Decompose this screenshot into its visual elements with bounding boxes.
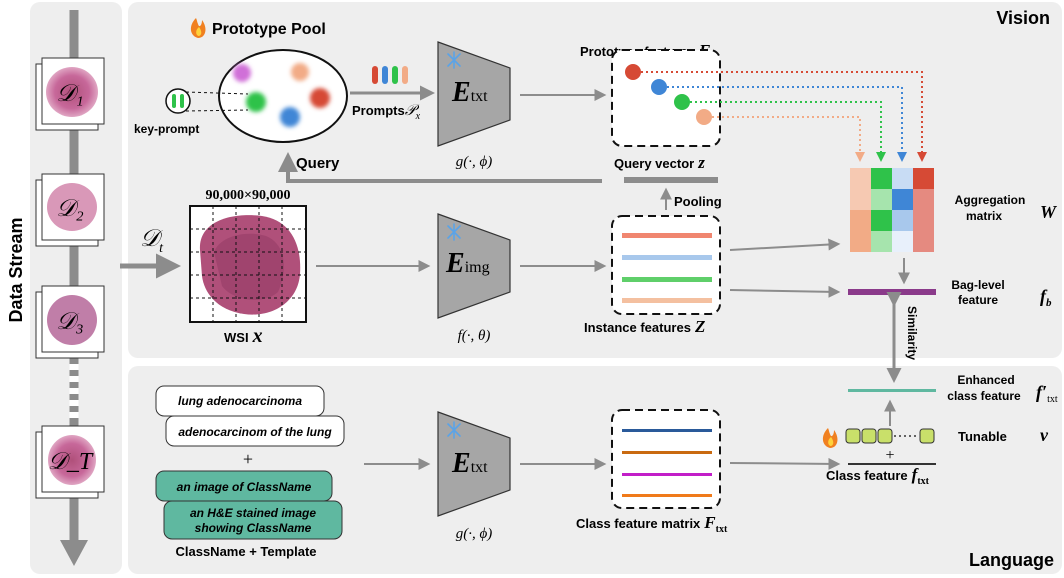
bag-level-label-1: Bag-level xyxy=(951,278,1004,292)
instances-to-matrix-arrow xyxy=(729,238,841,251)
f-function: f(·, θ) xyxy=(458,328,491,344)
enhanced-label-2: class feature xyxy=(947,389,1021,403)
query-vector-bar xyxy=(624,177,718,183)
prototype-features-box xyxy=(611,49,721,147)
class-bar-2 xyxy=(622,451,712,454)
class-bar-4 xyxy=(622,494,712,497)
instance-bar-2 xyxy=(622,255,712,260)
flame-icon xyxy=(822,428,838,448)
dataset-label-2: 𝒟₂ xyxy=(56,196,84,222)
prototype-dot-peach xyxy=(696,109,712,125)
query-label: Query xyxy=(296,155,340,172)
frozen-snowflake-icon xyxy=(447,421,461,439)
classmatrix-to-classfeature-arrow xyxy=(729,457,841,470)
template-box-2 xyxy=(163,500,343,540)
dataset-thumb-2: 𝒟₂ xyxy=(35,173,105,247)
image-encoder: Eimg xyxy=(437,213,511,319)
prototype-dot-blue xyxy=(651,79,667,95)
instance-bar-3 xyxy=(622,277,712,282)
classname-template-caption: ClassName + Template xyxy=(175,544,316,559)
tunable-label: Tunable xyxy=(958,429,1007,444)
query-feedback-arrow xyxy=(278,152,602,183)
stream-arrow-head xyxy=(60,540,88,566)
text-encoder-vision: Etxt xyxy=(437,41,511,147)
class-feature-bar xyxy=(848,463,936,465)
dataset-label-1: 𝒟₁ xyxy=(56,81,84,107)
vision-section-label: Vision xyxy=(996,8,1050,28)
route-green xyxy=(690,101,886,162)
class-bar-1 xyxy=(622,429,712,432)
key-prompt-label: key-prompt xyxy=(134,122,199,136)
route-peach xyxy=(712,116,865,162)
frozen-snowflake-icon xyxy=(447,51,461,69)
class-matrix-box xyxy=(611,409,721,509)
instances-to-bag-arrow xyxy=(729,285,841,298)
instance-features-box xyxy=(611,215,721,315)
prototype-dot-red xyxy=(625,64,641,80)
language-section-label: Language xyxy=(969,550,1054,570)
dataset-label-T: 𝒟_T xyxy=(48,449,94,475)
data-stream-label: Data Stream xyxy=(6,217,26,322)
flame-icon xyxy=(190,18,206,38)
template-text-1: an image of ClassName xyxy=(177,480,312,494)
key-prompt-link-bottom xyxy=(185,109,249,112)
aggregation-matrix xyxy=(850,168,934,252)
tunable-symbol: v xyxy=(1040,425,1049,445)
instance-bar-4 xyxy=(622,298,712,303)
prototype-blobs xyxy=(233,63,330,127)
class-name-text-1: lung adenocarcinoma xyxy=(178,394,302,408)
enhanced-feature-bar xyxy=(848,389,936,392)
similarity-label: Similarity xyxy=(905,306,919,360)
aggregation-label-1: Aggregation xyxy=(955,193,1026,207)
g-function-vision: g(·, ϕ) xyxy=(456,154,493,170)
etxt-vision-symbol: Etxt xyxy=(451,77,488,108)
prompt-tokens xyxy=(372,66,408,84)
eimg-symbol: Eimg xyxy=(445,248,490,279)
language-panel xyxy=(128,366,1062,574)
dataset-thumb-1: 𝒟₁ xyxy=(35,57,105,131)
bag-level-symbol: fb xyxy=(1040,286,1052,309)
route-blue xyxy=(667,86,907,162)
enhanced-symbol: f′txt xyxy=(1036,382,1058,405)
bag-level-bar xyxy=(848,289,936,295)
tunable-plus: + xyxy=(885,447,894,464)
route-red xyxy=(641,71,927,162)
language-plus: + xyxy=(243,449,253,469)
prototype-dot-green xyxy=(674,94,690,110)
prototype-pool-title: Prototype Pool xyxy=(212,21,326,38)
enhanced-label-1: Enhanced xyxy=(957,373,1014,387)
dataset-label-3: 𝒟₃ xyxy=(56,309,84,335)
instance-bar-1 xyxy=(622,233,712,238)
template-text-2b: showing ClassName xyxy=(195,521,312,535)
class-name-text-2: adenocarcinom of the lung xyxy=(178,425,332,439)
class-name-box-2 xyxy=(165,415,345,447)
aggregation-label-2: matrix xyxy=(966,209,1002,223)
g-function-language: g(·, ϕ) xyxy=(456,526,493,542)
class-bar-3 xyxy=(622,473,712,476)
key-prompt-circle xyxy=(165,88,191,114)
wsi-image xyxy=(189,205,307,323)
aggregation-symbol: W xyxy=(1040,202,1058,222)
dataset-thumb-3: 𝒟₃ xyxy=(35,285,105,359)
bag-level-label-2: feature xyxy=(958,293,998,307)
pooling-label: Pooling xyxy=(674,194,722,209)
key-prompt-link-top xyxy=(185,91,249,95)
dataset-thumb-T: 𝒟_T xyxy=(35,425,105,499)
frozen-snowflake-icon xyxy=(447,223,461,241)
tunable-tokens xyxy=(845,428,935,444)
text-encoder-language: Etxt xyxy=(437,411,511,517)
template-text-2a: an H&E stained image xyxy=(190,506,316,520)
etxt-language-symbol: Etxt xyxy=(451,448,488,479)
wsi-size-label: 90,000×90,000 xyxy=(206,188,291,203)
